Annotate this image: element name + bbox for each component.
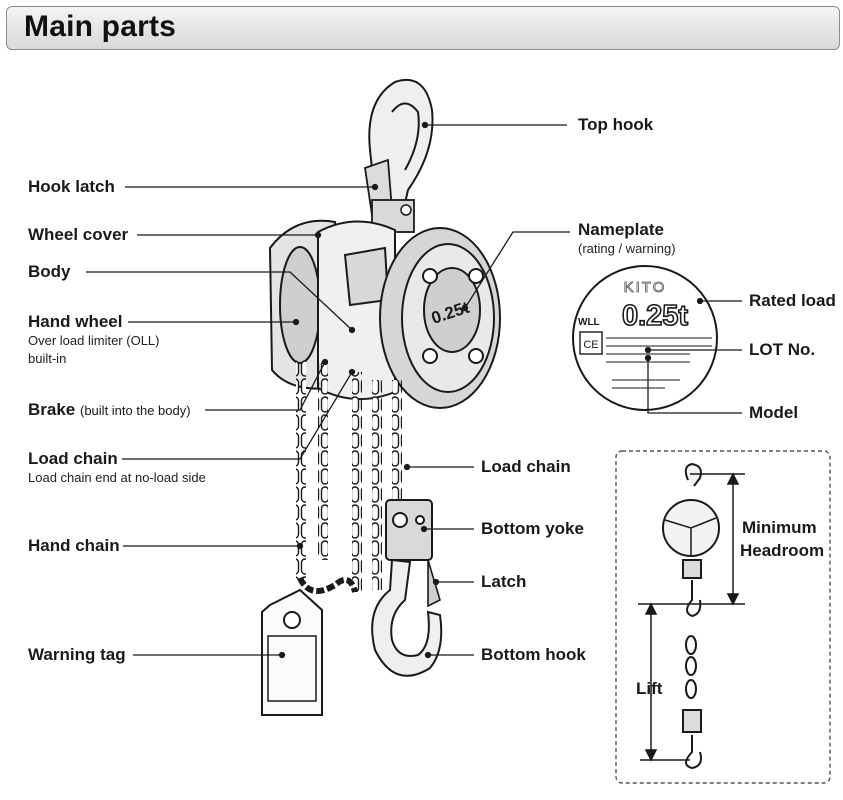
hand-chain-left: [296, 360, 306, 580]
label-minimum: Minimum: [742, 518, 817, 537]
load-chain-c: [392, 380, 402, 510]
label-warning-tag: Warning tag: [28, 645, 126, 664]
label-latch: Latch: [481, 572, 527, 591]
hand-wheel-note-2: built-in: [28, 351, 67, 366]
page-title: Main parts: [24, 10, 177, 43]
section-header: Main parts: [6, 6, 840, 50]
load-chain-note: Load chain end at no-load side: [28, 470, 206, 485]
headroom-box: [615, 450, 831, 784]
label-rated-load: Rated load: [749, 291, 836, 310]
warning-tag-shape: [261, 588, 323, 716]
nameplate-wll: WLL: [578, 317, 600, 328]
label-nameplate: Nameplate: [578, 220, 664, 239]
label-brake: Brake (built into the body): [28, 400, 191, 420]
nameplate-detail: [572, 265, 718, 411]
dimension-lines: [638, 472, 745, 762]
bottom-hook: [371, 558, 443, 677]
label-wheel-cover: Wheel cover: [28, 225, 129, 244]
label-load-chain-right: Load chain: [481, 457, 571, 476]
label-brake-note: (built into the body): [80, 403, 191, 418]
nameplate-ce: CE: [583, 339, 598, 351]
label-top-hook: Top hook: [578, 115, 654, 134]
label-lift: Lift: [636, 679, 663, 698]
nameplate-note: (rating / warning): [578, 241, 676, 256]
label-hook-latch: Hook latch: [28, 177, 115, 196]
label-body: Body: [28, 262, 71, 281]
mini-hoist: [662, 462, 720, 770]
body-shape: [317, 220, 396, 401]
label-model: Model: [749, 403, 799, 422]
label-hand-chain: Hand chain: [28, 536, 120, 555]
label-brake-text: Brake: [28, 400, 76, 419]
load-chain-b: [372, 380, 382, 590]
label-load-chain-left: Load chain: [28, 449, 118, 468]
load-chain-a: [352, 372, 362, 592]
bottom-yoke: [385, 499, 433, 561]
label-bottom-yoke: Bottom yoke: [481, 519, 584, 538]
label-headroom: Headroom: [740, 541, 825, 560]
leader-lines: [86, 121, 742, 659]
gear-cover-shape: [379, 227, 501, 409]
hand-chain-loop: [297, 576, 358, 595]
label-hand-wheel: Hand wheel: [28, 312, 123, 331]
label-bottom-hook: Bottom hook: [481, 645, 586, 664]
hand-chain-right: [318, 360, 328, 560]
label-lot-no: LOT No.: [749, 340, 816, 359]
hand-wheel-note-1: Over load limiter (OLL): [28, 333, 160, 348]
nameplate-brand: KITO: [624, 279, 667, 296]
nameplate-capacity: 0.25t: [622, 300, 688, 332]
